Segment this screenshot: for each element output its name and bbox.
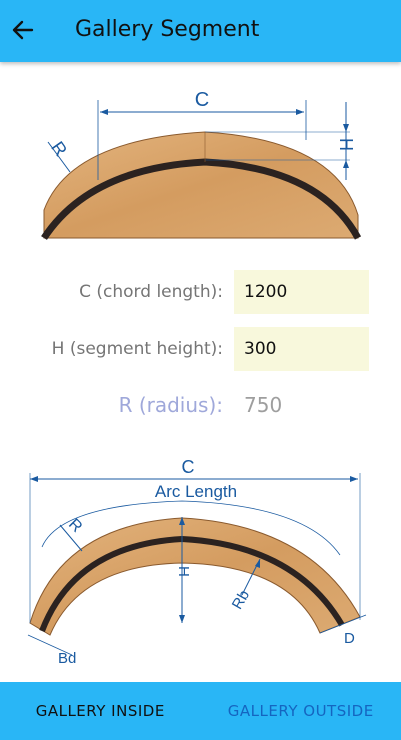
chord-input[interactable] [234,270,369,314]
segment-diagram: C H R [41,89,362,240]
chord-row: C (chord length): [0,270,401,314]
bottom-label-bd: Bd [58,650,76,667]
chord-label: C (chord length): [79,282,223,302]
page-title: Gallery Segment [75,17,260,42]
top-label-r: R [47,138,71,160]
bottom-label-rb: Rb [229,587,253,612]
gallery-diagram: C Arc Length R H Rb D Bd [27,457,367,667]
height-input[interactable] [234,327,369,371]
tab-gallery-outside[interactable]: GALLERY OUTSIDE [227,702,374,720]
bottom-label-c: C [182,457,195,477]
height-row: H (segment height): [0,327,401,371]
bottom-label-arc: Arc Length [155,482,237,501]
arrow-left-icon [12,20,34,40]
radius-value: 750 [244,393,283,417]
back-button[interactable] [8,15,38,45]
top-label-h: H [336,138,356,151]
radius-label: R (radius): [118,393,223,417]
bottom-tab-bar: GALLERY INSIDE GALLERY OUTSIDE [0,682,401,740]
app-bar: Gallery Segment [0,0,401,62]
height-label: H (segment height): [51,339,223,359]
bottom-label-r: R [65,516,85,536]
tab-gallery-inside[interactable]: GALLERY INSIDE [35,702,165,720]
top-label-c: C [195,89,209,111]
bottom-label-h: H [175,566,192,577]
bottom-label-d: D [344,630,355,647]
